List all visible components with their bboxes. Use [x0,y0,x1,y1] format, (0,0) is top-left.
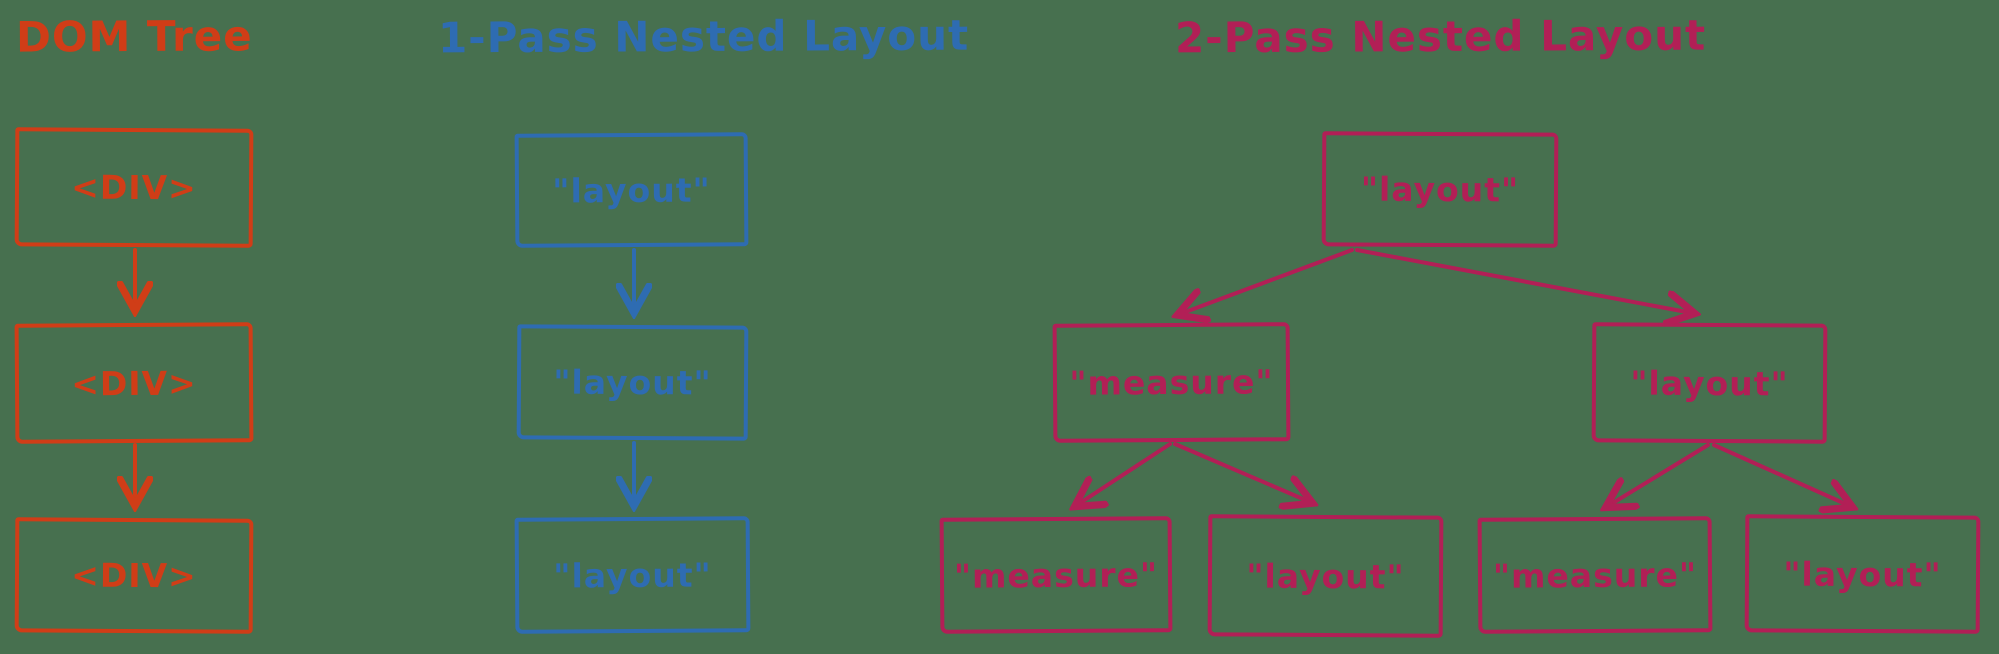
two-pass-arrow-measure-right [1173,442,1310,502]
two-pass-level3-measure-1-label: "measure" [953,554,1159,596]
two-pass-arrow-layout-right [1712,443,1850,506]
two-pass-title: 2-Pass Nested Layout [1174,10,1707,63]
two-pass-level3-layout-node-2: "layout" [1744,514,1981,634]
one-pass-title: 1-Pass Nested Layout [437,10,970,63]
dom-tree-title: DOM Tree [15,11,253,62]
two-pass-level3-layout-2-label: "layout" [1783,554,1942,594]
two-pass-arrow-root-left [1180,248,1354,314]
one-pass-node-2: "layout" [516,324,749,441]
two-pass-level3-layout-1-label: "layout" [1246,556,1405,596]
two-pass-level2-layout-label: "layout" [1630,363,1789,403]
two-pass-level3-measure-2-label: "measure" [1492,554,1698,596]
dom-tree-node-1-label: <DIV> [71,167,197,208]
dom-tree-node-2: <DIV> [14,322,254,444]
two-pass-level2-measure-node: "measure" [1052,322,1291,443]
one-pass-node-3: "layout" [514,516,751,634]
two-pass-root-node: "layout" [1321,131,1559,248]
dom-tree-node-3: <DIV> [14,517,254,634]
dom-tree-node-1: <DIV> [14,127,254,248]
one-pass-node-1-label: "layout" [552,169,711,211]
one-pass-node-2-label: "layout" [553,362,712,403]
two-pass-arrow-layout-left [1608,443,1710,506]
two-pass-arrow-root-right [1355,248,1692,313]
dom-tree-node-3-label: <DIV> [71,555,197,596]
two-pass-level3-measure-node-1: "measure" [939,516,1173,634]
one-pass-node-3-label: "layout" [553,554,712,596]
two-pass-level2-measure-label: "measure" [1069,362,1274,403]
one-pass-node-1: "layout" [514,132,749,248]
two-pass-level3-layout-node-1: "layout" [1207,514,1444,638]
two-pass-level3-measure-node-2: "measure" [1477,516,1713,634]
two-pass-root-label: "layout" [1360,169,1520,210]
dom-tree-node-2-label: <DIV> [71,363,197,403]
two-pass-arrow-measure-left [1077,442,1172,505]
two-pass-level2-layout-node: "layout" [1591,322,1828,444]
